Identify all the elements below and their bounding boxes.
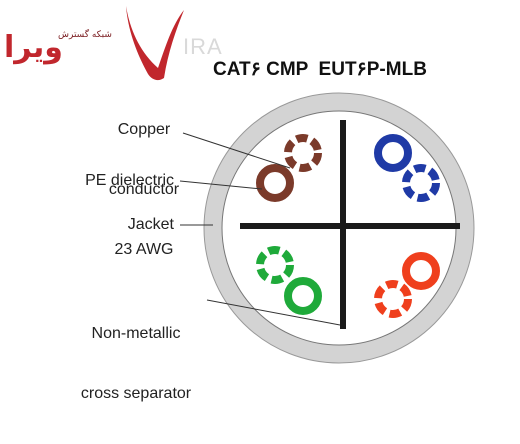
pair-blue	[374, 134, 440, 202]
label-jacket: Jacket	[127, 216, 174, 233]
logo-tagline: شبکه گسترش	[58, 30, 112, 40]
label-separator-line1: Non-metallic	[91, 325, 181, 342]
label-copper-line2: conductor	[108, 181, 180, 198]
cross-separator-horizontal	[240, 223, 460, 229]
cable-diagram	[126, 6, 475, 364]
leader-pe-dielectric	[179, 180, 263, 190]
diagram-title: CAT۶ CMP EUT۶P-MLB	[213, 59, 427, 80]
label-pe-dielectric: PE dielectric	[85, 172, 174, 189]
brown-solid-conductor	[256, 164, 294, 202]
pair-green	[256, 246, 322, 315]
leader-cross-separator	[206, 299, 341, 326]
brown-striped-conductor	[284, 134, 322, 172]
label-copper-conductor: Copper conductor 23 AWG	[98, 80, 190, 300]
label-copper-line3: 23 AWG	[114, 241, 174, 258]
blue-striped-conductor	[402, 164, 440, 202]
blue-solid-conductor	[374, 134, 412, 172]
logo-text: ویرا	[4, 30, 63, 65]
pair-orange	[374, 252, 440, 318]
green-striped-conductor	[256, 246, 294, 284]
diagram-stage: ویرا شبکه گسترش IRA CAT۶ CMP EUT۶P-MLB C…	[4, 6, 475, 402]
label-copper-line1: Copper	[117, 121, 171, 138]
orange-solid-conductor	[402, 252, 440, 290]
label-cross-separator: Non-metallic cross separator	[66, 284, 206, 444]
orange-striped-conductor	[374, 280, 412, 318]
logo-mark-icon	[126, 6, 184, 81]
logo-latin-text: IRA	[183, 34, 223, 59]
leader-copper-conductor	[182, 132, 291, 169]
green-solid-conductor	[284, 277, 322, 315]
label-separator-line2: cross separator	[80, 385, 192, 402]
pair-brown	[256, 134, 322, 202]
